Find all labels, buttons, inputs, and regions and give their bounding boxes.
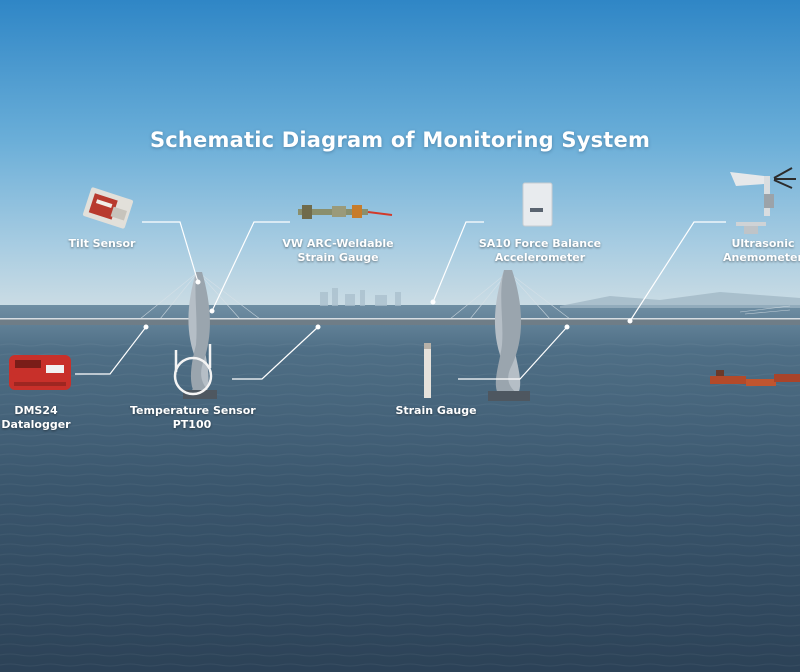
- stay-cables: [139, 271, 791, 320]
- temperature-sensor-label-line2: PT100: [172, 418, 212, 431]
- accelerometer-label-line2: Accelerometer: [494, 251, 586, 264]
- tilt-sensor-icon: [82, 187, 134, 229]
- water-ripples: [0, 340, 800, 672]
- vw-strain-leader: [211, 221, 290, 312]
- datalogger-label-line1: DMS24: [14, 404, 58, 417]
- accelerometer-leader: [432, 221, 484, 303]
- vw-strain-gauge-label: VW ARC-Weldable Strain Gauge: [268, 237, 408, 265]
- datalogger-leader: [75, 326, 147, 375]
- datalogger-icon: [9, 355, 71, 390]
- accelerometer-label-line1: SA10 Force Balance: [478, 237, 602, 250]
- anemometer-label-line2: Anemometer: [723, 251, 800, 264]
- temperature-sensor-label: Temperature Sensor PT100: [130, 404, 256, 432]
- leader-lines: [75, 221, 726, 380]
- strain-gauge-icon: [424, 343, 431, 398]
- distant-skyline: [320, 288, 800, 308]
- vw-strain-gauge-icon: [298, 205, 393, 219]
- diagram-title: Schematic Diagram of Monitoring System: [149, 128, 651, 152]
- temperature-leader: [232, 326, 319, 380]
- accelerometer-label: SA10 Force Balance Accelerometer: [468, 237, 612, 265]
- anemometer-label-line1: Ultrasonic: [731, 237, 795, 250]
- strain-gauge-leader: [458, 326, 568, 380]
- vw-strain-gauge-label-line2: Strain Gauge: [297, 251, 379, 264]
- barges: [710, 370, 800, 386]
- datalogger-label: DMS24 Datalogger: [0, 404, 72, 432]
- anemometer-icon: [730, 167, 796, 234]
- vw-strain-gauge-label-line1: VW ARC-Weldable: [282, 237, 394, 250]
- bridge-deck: [0, 319, 800, 325]
- datalogger-label-line2: Datalogger: [1, 418, 71, 431]
- tilt-sensor-label-line1: Tilt Sensor: [68, 237, 136, 250]
- accelerometer-icon: [522, 182, 553, 227]
- temperature-sensor-label-line1: Temperature Sensor: [130, 404, 256, 417]
- strain-gauge-label-line1: Strain Gauge: [395, 404, 477, 417]
- bridge-pylon-right: [488, 270, 530, 401]
- anemometer-label: Ultrasonic Anemometer: [718, 237, 800, 265]
- sky: [0, 0, 800, 310]
- leader-dots: [143, 279, 633, 330]
- temperature-sensor-icon: [173, 344, 213, 396]
- strain-gauge-label: Strain Gauge: [390, 404, 482, 418]
- tilt-sensor-label: Tilt Sensor: [62, 237, 142, 251]
- tilt-sensor-leader: [142, 221, 199, 283]
- anemometer-leader: [629, 221, 726, 322]
- bridge-deck-edge: [0, 318, 800, 320]
